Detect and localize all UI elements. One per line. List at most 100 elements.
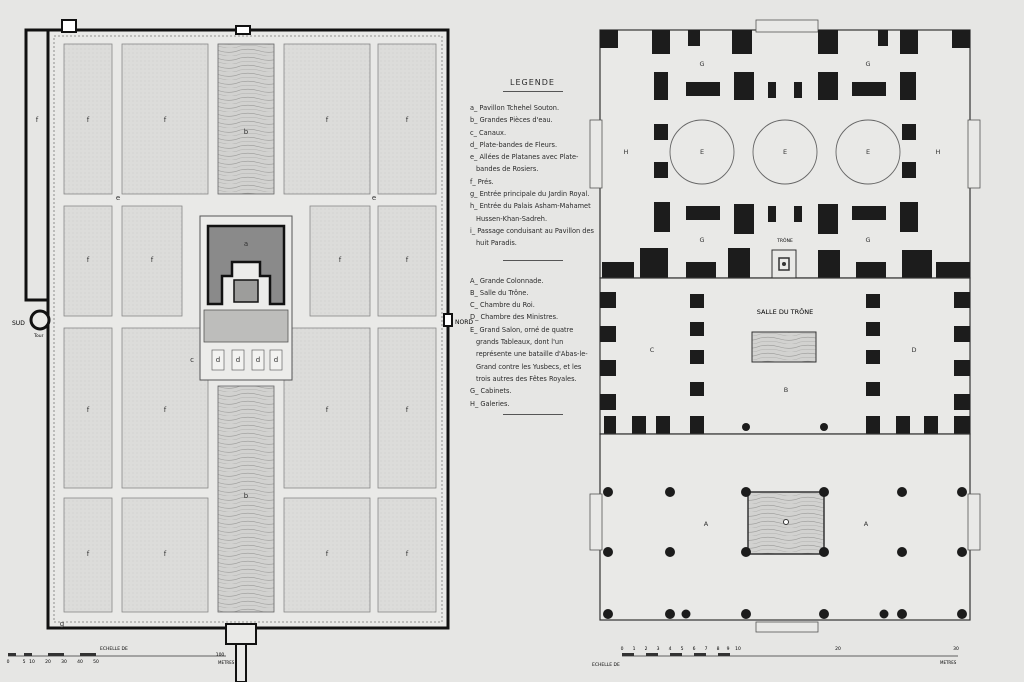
legend-item: C_ Chambre du Roi.	[470, 301, 535, 310]
pavilion-terrace	[203, 309, 289, 343]
legend-divider	[502, 413, 563, 415]
garden-plan: f f f f f f f f f f f f f f f f b b a d …	[7, 19, 473, 682]
scale-tick: 30	[61, 659, 67, 665]
pavilion-core	[233, 279, 259, 303]
water-basin-north	[217, 43, 275, 195]
lawn	[377, 205, 437, 317]
south-exit-path	[235, 643, 247, 682]
lawn-letter: f	[164, 406, 167, 414]
scale-tick: 0	[7, 659, 10, 665]
throne-hall-basin	[751, 331, 817, 363]
scale-tick: 50	[93, 659, 99, 665]
flowerbed	[231, 349, 245, 371]
lawn-letter: f	[36, 116, 39, 124]
scale-tick: 20	[45, 659, 51, 665]
legend-panel: LEGENDE a_ Pavillon Tchehel Souton. b_ G…	[470, 78, 595, 425]
room-letter-salon: E	[700, 148, 704, 156]
lawns	[63, 43, 437, 613]
south-steps	[755, 621, 819, 633]
legend-item: A_ Grande Colonnade.	[470, 276, 544, 285]
pavilion-legend-list: A_ Grande Colonnade. B_ Salle du Trône. …	[470, 275, 595, 410]
lawn	[283, 43, 371, 195]
lawn-letter: f	[326, 116, 329, 124]
legend-item: f_ Prés.	[470, 177, 494, 186]
north-gate	[61, 19, 77, 33]
lawn-letter: f	[326, 406, 329, 414]
garden-plan-letters: f f f f f f f f f f f f f f f f b b a d …	[36, 116, 409, 628]
scale-tick: 5	[681, 646, 684, 652]
scale-units: METRES	[218, 660, 235, 665]
lawn	[377, 497, 437, 613]
basin-letter: b	[244, 128, 249, 136]
legend-item: H_ Galeries.	[470, 399, 510, 408]
dome-circle	[835, 119, 901, 185]
room-letter-salon: E	[783, 148, 787, 156]
west-tower	[29, 309, 51, 331]
garden-scale-bar: ECHELLE DE METRES 0 5 10 20 30 40 50 100	[7, 646, 235, 665]
flowerbed-letter: d	[256, 356, 260, 364]
scale-tick: 0	[621, 646, 624, 652]
legend-title: LEGENDE	[510, 78, 555, 87]
lawn	[377, 43, 437, 195]
south-exit-passage	[225, 623, 257, 645]
pavilion-scale-bar: ECHELLE DE METRES 0 1 2 3 4 5 6 7 8 9 10…	[592, 646, 959, 668]
room-letter-colonnade: A	[864, 520, 869, 528]
lawn-letter: f	[164, 550, 167, 558]
salon-piers	[600, 30, 970, 280]
lawn	[121, 43, 209, 195]
scale-tick: 1	[633, 646, 636, 652]
pavilion-plan: E E E G G G G H H C D B A A SALLE DU TRÔ…	[589, 19, 981, 668]
colonnade-west-steps	[589, 493, 603, 551]
alley-letter: e	[116, 194, 120, 202]
garden-inner-line	[53, 35, 443, 623]
north-portico	[755, 19, 819, 33]
lawn-letter: f	[87, 256, 90, 264]
basin-letter: b	[244, 492, 249, 500]
legend-item: E_ Grand Salon, orné de quatre grands Ta…	[470, 325, 588, 383]
scale-tick: 20	[835, 646, 841, 652]
room-letter-salon: E	[866, 148, 870, 156]
lawn-letter: f	[87, 116, 90, 124]
throne-hall-piers	[600, 292, 970, 434]
lawn	[121, 497, 209, 613]
scale-tick: 7	[705, 646, 708, 652]
scale-tick: 40	[77, 659, 83, 665]
room-letter-colonnade: A	[704, 520, 709, 528]
canal-letter: c	[190, 356, 194, 364]
room-letter-ministers-room: D	[911, 346, 916, 354]
flowerbed-letter: d	[274, 356, 278, 364]
legend-item: a_ Pavillon Tchehel Souton.	[470, 104, 560, 112]
garden-legend-list: a_ Pavillon Tchehel Souton. b_ Grandes P…	[470, 102, 595, 250]
throne-hall-title: SALLE DU TRÔNE	[757, 307, 814, 316]
flowerbed-letter: d	[216, 356, 220, 364]
flowerbed	[251, 349, 265, 371]
colonnade-columns	[603, 487, 967, 619]
east-gallery-steps	[967, 119, 981, 189]
legend-item: d_ Plate-bandes de Fleurs.	[470, 140, 558, 149]
scale-units: METRES	[940, 660, 957, 665]
room-letter-cabinets: G	[699, 60, 704, 68]
east-gate	[443, 313, 453, 327]
west-gallery-steps	[589, 119, 603, 189]
lawn-letter: f	[339, 256, 342, 264]
fountain	[783, 519, 789, 525]
water-basin-south	[217, 385, 275, 613]
scale-tick: 8	[717, 646, 720, 652]
throne	[771, 249, 797, 279]
lawn-letter: f	[406, 116, 409, 124]
lawn	[63, 327, 113, 489]
lawn	[121, 205, 183, 317]
dome-circle	[669, 119, 735, 185]
room-letter-king-room: C	[650, 346, 655, 354]
scale-tick: 6	[693, 646, 696, 652]
lawn-letter: f	[406, 406, 409, 414]
lawn	[63, 497, 113, 613]
flowerbed	[211, 349, 225, 371]
south-gate	[235, 25, 251, 35]
lawn	[377, 327, 437, 489]
legend-item: b_ Grandes Pièces d'eau.	[470, 116, 553, 125]
scale-tick: 100	[216, 652, 225, 658]
tower-label: Tour	[33, 333, 44, 339]
room-letter-galleries: H	[624, 148, 629, 156]
legend-divider	[502, 259, 563, 261]
